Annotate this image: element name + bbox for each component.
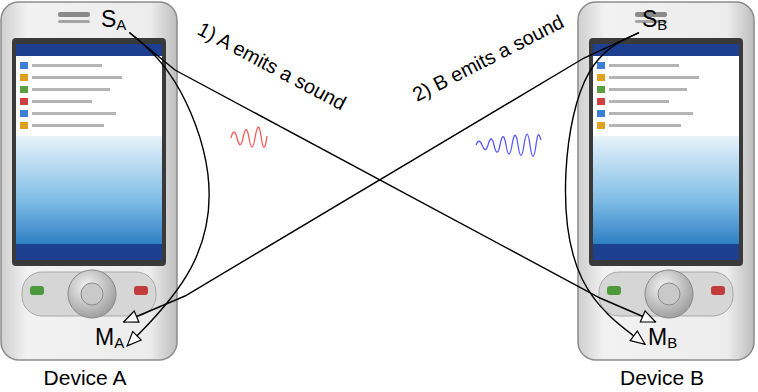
- sound-wave-red: [231, 127, 267, 147]
- sound-path-arrow: [127, 33, 209, 346]
- speaker-box: SB: [639, 4, 670, 36]
- device-box: Device A SA MA: [0, 0, 178, 392]
- microphone-box: MB: [645, 322, 680, 354]
- edge-label: 2) B emits a sound: [409, 10, 568, 105]
- speaker-label: SA: [101, 5, 126, 35]
- speaker-box: SA: [98, 4, 129, 36]
- device-b-phone: [578, 2, 754, 360]
- microphone-label: MA: [95, 323, 124, 353]
- device-label: Device A: [0, 366, 170, 389]
- edge-label: 1) A emits a sound: [194, 18, 350, 115]
- sound-path-arrow: [124, 33, 639, 322]
- device-a-phone: [1, 2, 177, 360]
- sound-wave-blue: [476, 134, 541, 156]
- speaker-label: SB: [642, 5, 667, 35]
- sound-path-arrow: [129, 33, 655, 322]
- sound-path-arrow: [566, 33, 645, 345]
- device-label: Device B: [577, 366, 747, 389]
- microphone-label: MB: [648, 323, 677, 353]
- microphone-box: MA: [92, 322, 127, 354]
- device-box: Device B SB MB: [577, 0, 755, 392]
